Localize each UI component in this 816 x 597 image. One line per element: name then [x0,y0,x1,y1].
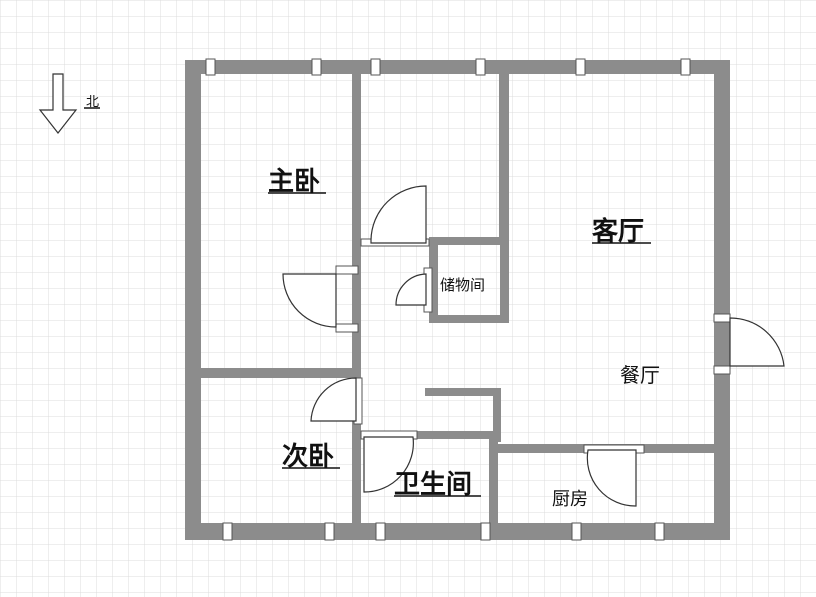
wall-storage-bottom [429,315,509,323]
window-north-2 [370,58,486,76]
label-living-room: 客厅 [592,216,644,247]
wall-storage-west [429,237,438,323]
north-arrow-icon [38,73,78,134]
door-middle-room [360,185,430,247]
walls [185,60,730,540]
label-bathroom: 卫生间 [394,470,472,500]
door-master-bedroom [282,265,359,333]
room-labels: 主卧 客厅 储物间 餐厅 次卧 卫生间 厨房 [268,167,660,510]
door-storage [395,267,433,313]
wall-bath-east-upper [493,388,501,442]
wall-master-east [352,60,361,370]
wall-bath-top [425,388,501,396]
wall-south [185,523,730,540]
door-kitchen [583,444,645,507]
wall-east [714,60,730,540]
door-second-bedroom [310,377,363,425]
window-north-1 [205,58,322,76]
doors [282,185,785,507]
wall-west [185,60,201,540]
wall-master-south [185,368,361,378]
window-north-3 [575,58,691,76]
window-south-1 [222,522,335,541]
window-south-2 [375,522,491,541]
label-dining-room: 餐厅 [620,363,660,387]
label-second-bedroom: 次卧 [282,442,334,472]
door-east-entry [713,313,785,375]
label-master-bedroom: 主卧 [268,167,320,197]
wall-storage-east [500,237,509,323]
windows [205,58,691,541]
wall-bath-east [489,439,498,540]
label-storage: 储物间 [440,276,485,294]
wall-middle-east [499,60,509,243]
wall-second-east [352,376,361,540]
wall-storage-top [429,237,509,245]
door-bathroom [360,430,418,493]
wall-bath-north [415,431,501,439]
compass-label: 北 [86,95,99,110]
label-kitchen: 厨房 [552,489,588,510]
wall-north [185,60,730,74]
compass: 北 [38,73,100,134]
window-south-3 [571,522,665,541]
